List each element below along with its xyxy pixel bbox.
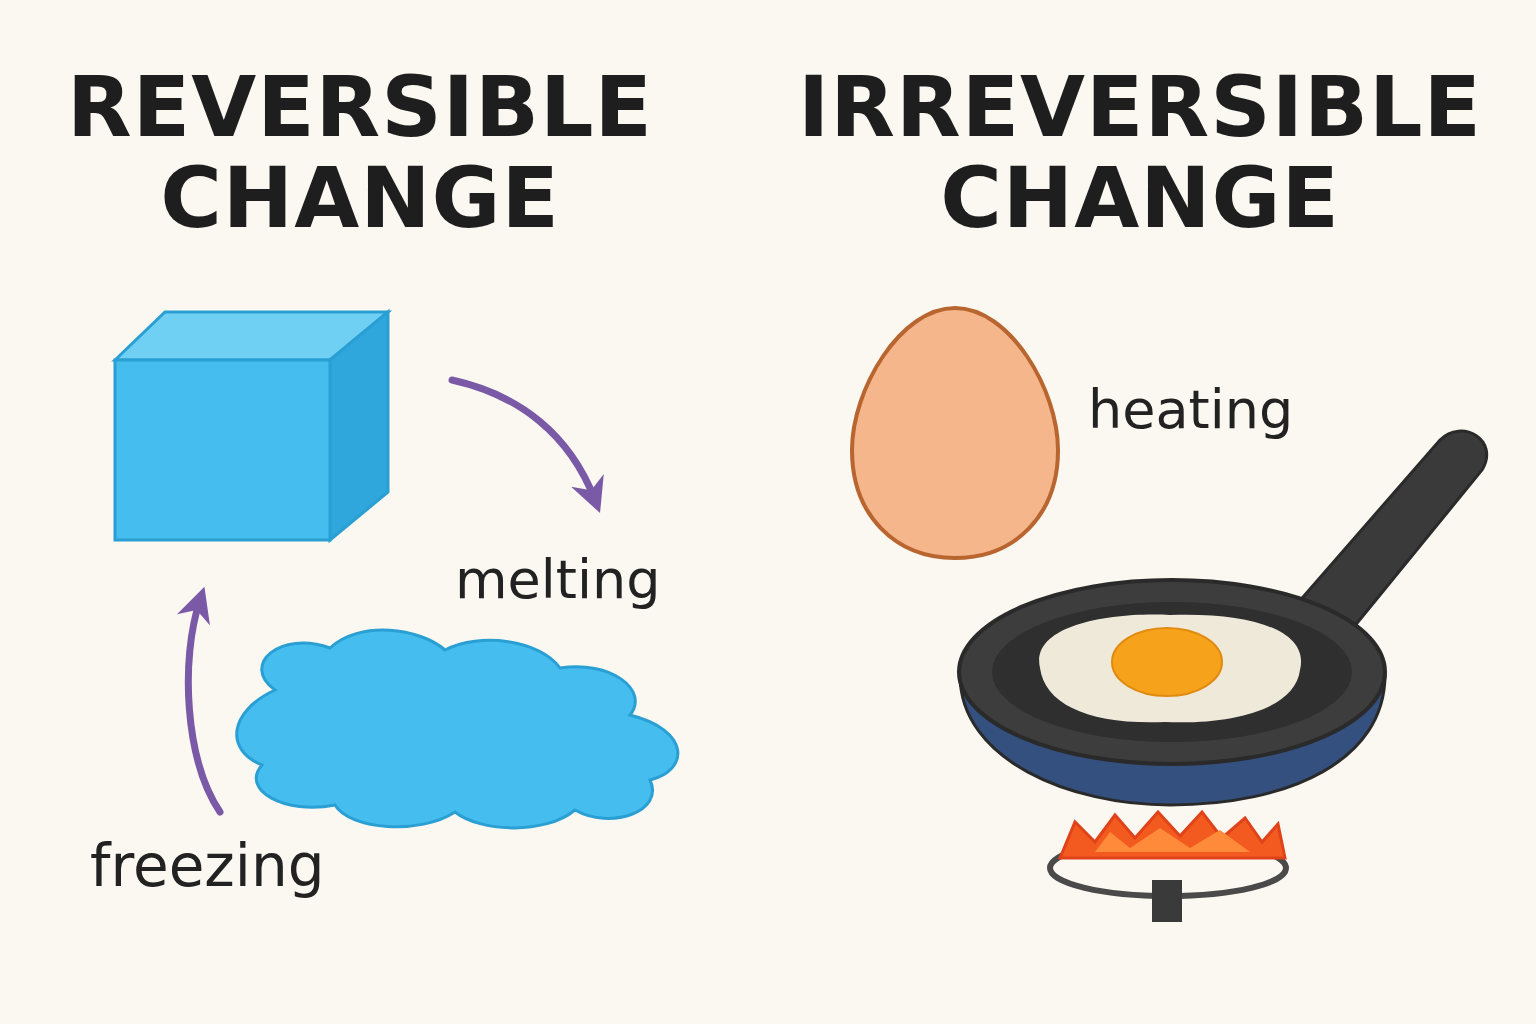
section-heading: IRREVERSIBLE CHANGE xyxy=(770,62,1510,243)
process-label: heating xyxy=(1088,378,1293,441)
water-puddle xyxy=(237,630,678,828)
section-heading: REVERSIBLE CHANGE xyxy=(40,62,680,243)
freezing-arrow xyxy=(188,600,220,812)
frying-pan xyxy=(959,431,1487,805)
process-label: melting xyxy=(455,548,661,611)
process-label: freezing xyxy=(90,832,325,900)
melting-arrow xyxy=(452,380,595,500)
raw-egg xyxy=(852,308,1058,558)
ice-cube xyxy=(115,312,388,540)
gas-burner xyxy=(1050,812,1286,922)
